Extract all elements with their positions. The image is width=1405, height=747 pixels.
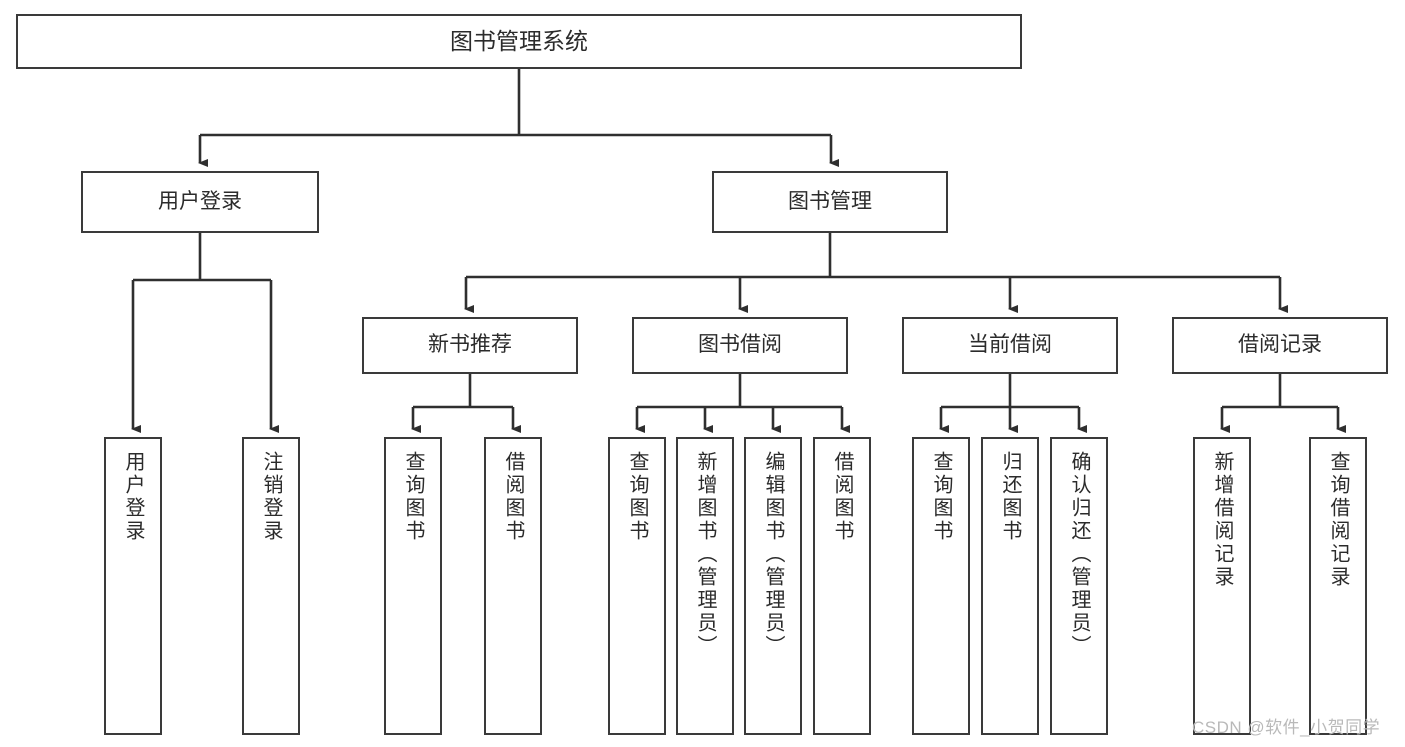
node-leaf-user-login[interactable]: 用户登录 [104,437,162,735]
node-label: 查询借阅记录 [1327,451,1349,589]
node-label: 查询图书 [626,451,648,543]
node-leaf-add-book-admin[interactable]: 新增图书（管理员） [676,437,734,735]
node-book-management[interactable]: 图书管理 [712,171,948,233]
node-leaf-confirm-return-admin[interactable]: 确认归还（管理员） [1050,437,1108,735]
node-label: 图书借阅 [698,333,782,357]
node-leaf-edit-book-admin[interactable]: 编辑图书（管理员） [744,437,802,735]
node-label: 用户登录 [122,451,144,543]
node-leaf-borrow-book-1[interactable]: 借阅图书 [484,437,542,735]
node-label: 新书推荐 [428,333,512,357]
node-label: 查询图书 [930,451,952,543]
node-borrow-record[interactable]: 借阅记录 [1172,317,1388,374]
node-label: 编辑图书（管理员） [762,451,784,658]
node-new-book-recommend[interactable]: 新书推荐 [362,317,578,374]
node-leaf-query-book-2[interactable]: 查询图书 [608,437,666,735]
node-leaf-add-borrow-record[interactable]: 新增借阅记录 [1193,437,1251,735]
csdn-watermark: CSDN @软件_小贺同学 [1192,718,1381,737]
node-book-borrow[interactable]: 图书借阅 [632,317,848,374]
node-root-book-management-system[interactable]: 图书管理系统 [16,14,1022,69]
node-leaf-return-book[interactable]: 归还图书 [981,437,1039,735]
node-label: 新增借阅记录 [1211,451,1233,589]
node-label: 图书管理 [788,189,872,213]
node-label: 确认归还（管理员） [1068,451,1090,658]
node-leaf-query-borrow-record[interactable]: 查询借阅记录 [1309,437,1367,735]
node-label: 查询图书 [402,451,424,543]
node-label: 借阅记录 [1238,333,1322,357]
node-leaf-query-book-3[interactable]: 查询图书 [912,437,970,735]
node-leaf-logout[interactable]: 注销登录 [242,437,300,735]
node-label: 借阅图书 [502,451,524,543]
node-label: 用户登录 [158,189,242,213]
node-label: 借阅图书 [831,451,853,543]
node-label: 归还图书 [999,451,1021,543]
node-leaf-query-book-1[interactable]: 查询图书 [384,437,442,735]
node-label: 新增图书（管理员） [694,451,716,658]
node-label: 注销登录 [260,451,282,543]
node-current-borrow[interactable]: 当前借阅 [902,317,1118,374]
node-label: 当前借阅 [968,333,1052,357]
node-user-login[interactable]: 用户登录 [81,171,319,233]
node-label: 图书管理系统 [450,27,588,54]
node-leaf-borrow-book-2[interactable]: 借阅图书 [813,437,871,735]
